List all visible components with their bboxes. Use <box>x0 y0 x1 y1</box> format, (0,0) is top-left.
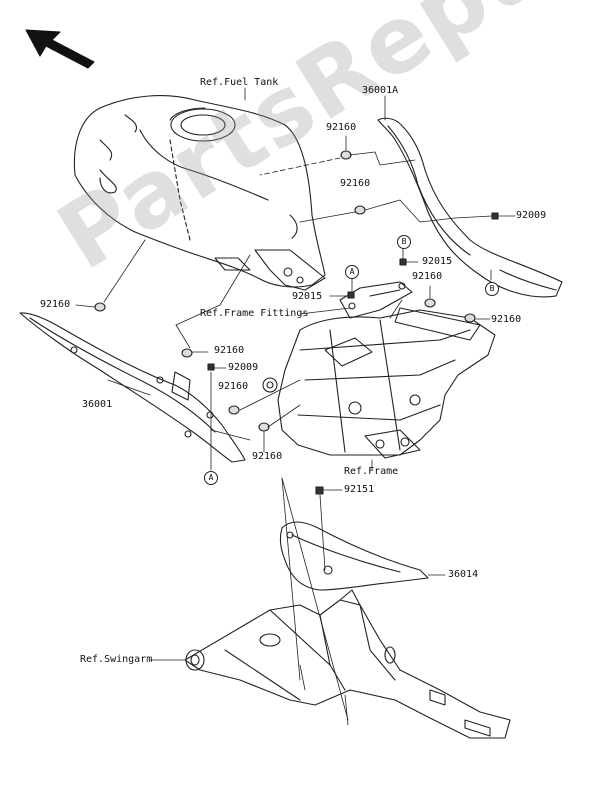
fasteners <box>94 150 499 495</box>
part-label-92160-h: 92160 <box>252 451 283 462</box>
part-label-36014: 36014 <box>448 569 479 580</box>
rear-frame-outline <box>262 307 496 459</box>
ref-swingarm-label: Ref.Swingarm <box>80 654 153 665</box>
part-label-92015-b: 92015 <box>292 291 323 302</box>
front-direction-arrow-icon <box>25 29 95 69</box>
frame-fittings-bracket <box>339 281 413 319</box>
part-label-92009-b: 92009 <box>228 362 259 373</box>
part-label-92160-a: 92160 <box>326 122 357 133</box>
part-label-92160-g: 92160 <box>218 381 249 392</box>
part-label-92015-a: 92015 <box>422 256 453 267</box>
chain-guard-outline <box>279 521 429 591</box>
part-label-92151: 92151 <box>344 484 375 495</box>
part-label-92160-d: 92160 <box>40 299 71 310</box>
marker-a-lower: A <box>204 471 218 485</box>
marker-a-upper: A <box>345 265 359 279</box>
part-label-36001a: 36001A <box>362 85 399 96</box>
part-label-92160-f: 92160 <box>214 345 245 356</box>
part-label-92160-e: 92160 <box>491 314 522 325</box>
marker-b-upper: B <box>397 235 411 249</box>
side-cover-right-outline <box>377 117 563 298</box>
side-cover-left-outline <box>19 312 246 463</box>
part-label-92160-c: 92160 <box>412 271 443 282</box>
leader-lines <box>75 87 516 726</box>
ref-frame-fittings-label: Ref.Frame Fittings <box>200 308 309 319</box>
ref-frame-label: Ref.Frame <box>344 466 399 477</box>
marker-b-lower: B <box>485 282 499 296</box>
ref-fuel-tank-label: Ref.Fuel Tank <box>200 77 279 88</box>
part-label-92160-b: 92160 <box>340 178 371 189</box>
part-label-36001: 36001 <box>82 399 113 410</box>
part-label-92009-a: 92009 <box>516 210 547 221</box>
fuel-tank-outline <box>73 95 326 291</box>
swingarm-outline <box>184 589 511 739</box>
